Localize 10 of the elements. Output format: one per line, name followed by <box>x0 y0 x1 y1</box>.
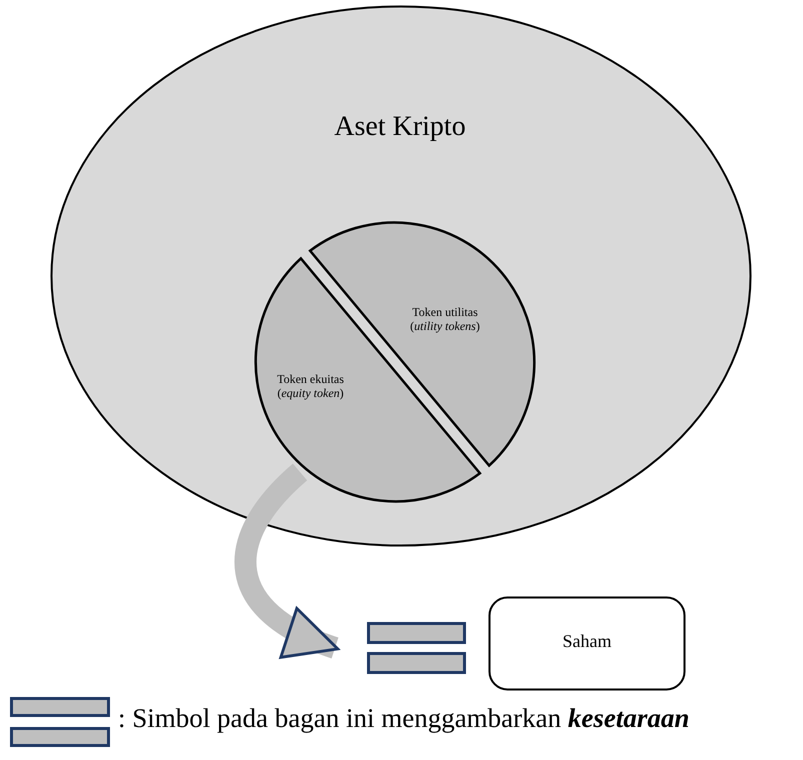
half-circle-region <box>253 256 482 504</box>
node-label: Token ekuitas (equity token) <box>276 372 345 401</box>
region-title: Aset Kripto <box>333 110 467 144</box>
ellipse-region <box>50 5 752 547</box>
node-label: Token utilitas (utility tokens) <box>409 305 481 334</box>
rounded-box <box>488 596 686 691</box>
node-label: Saham <box>562 631 612 653</box>
legend-text: : Simbol pada bagan ini menggambarkan kesetaraan <box>118 703 690 734</box>
equals-symbol <box>367 622 466 674</box>
curved-arrow <box>234 464 340 658</box>
